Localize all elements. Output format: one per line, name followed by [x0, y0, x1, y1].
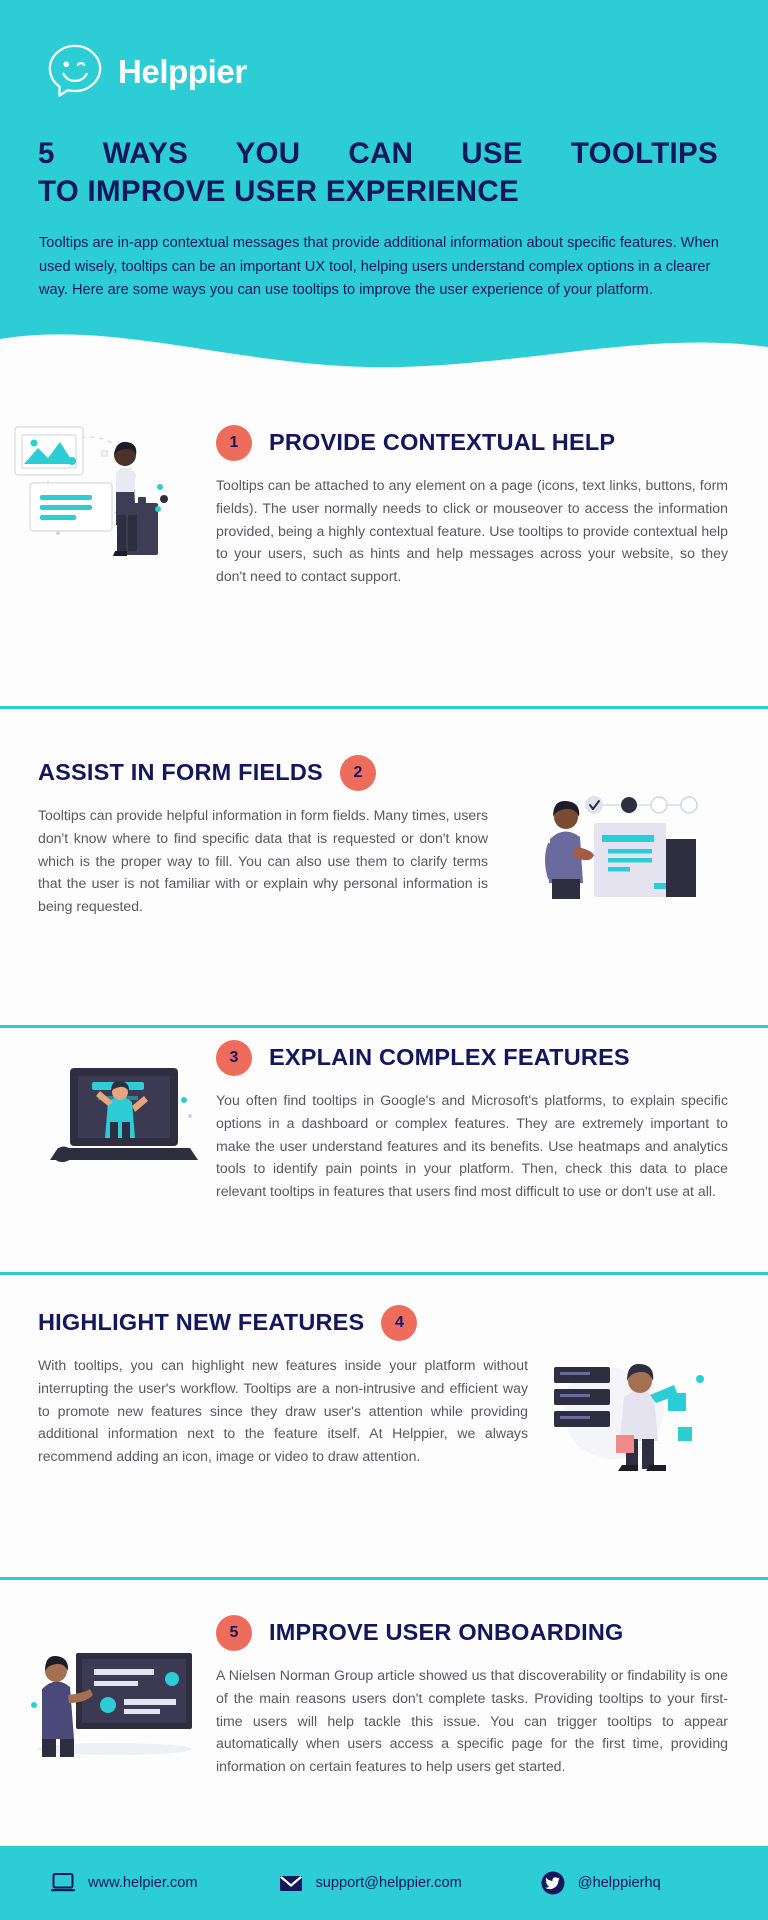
section-5-header: 5 IMPROVE USER ONBOARDING — [216, 1615, 728, 1651]
section-4-header: HIGHLIGHT NEW FEATURES 4 — [38, 1305, 528, 1341]
page-title: 5 WAYS YOU CAN USE TOOLTIPS TO IMPROVE U… — [38, 135, 728, 211]
section-3-header: 3 EXPLAIN COMPLEX FEATURES — [216, 1040, 728, 1076]
section-5-title: IMPROVE USER ONBOARDING — [269, 1619, 624, 1646]
section-2-title: ASSIST IN FORM FIELDS — [38, 759, 323, 786]
envelope-icon — [279, 1875, 302, 1891]
intro-paragraph: Tooltips are in-app contextual messages … — [39, 235, 719, 299]
footer-website-label: www.helpier.com — [88, 1875, 198, 1891]
section-divider-2 — [0, 1025, 768, 1028]
page-title-line-1: 5 WAYS YOU CAN USE TOOLTIPS — [38, 137, 718, 170]
footer-email-label: support@helppier.com — [315, 1875, 462, 1891]
section-1-number-badge: 1 — [216, 425, 252, 461]
woman-with-dashboard-cards-illustration — [550, 1353, 730, 1478]
section-3-body: You often find tooltips in Google's and … — [216, 1092, 728, 1200]
section-1-header: 1 PROVIDE CONTEXTUAL HELP — [216, 425, 728, 461]
man-presenting-screen-illustration — [24, 1645, 204, 1770]
person-with-image-card-and-document-illustration — [12, 417, 180, 567]
page-title-line-2: TO IMPROVE USER EXPERIENCE — [38, 174, 519, 208]
footer-website[interactable]: www.helpier.com — [50, 1870, 198, 1896]
section-divider-3 — [0, 1272, 768, 1275]
section-4-body: With tooltips, you can highlight new fea… — [38, 1357, 528, 1465]
section-2-body: Tooltips can provide helpful information… — [38, 807, 488, 915]
footer-twitter-label: @helppierhq — [577, 1875, 661, 1891]
section-4-number-badge: 4 — [381, 1305, 418, 1341]
header-banner: Helppier 5 WAYS YOU CAN USE TOOLTIPS TO … — [0, 0, 768, 395]
brand-logo[interactable]: Helppier — [46, 42, 247, 100]
section-1-body: Tooltips can be attached to any element … — [216, 477, 728, 585]
footer-bar: www.helpier.com support@helppier.com @he… — [0, 1846, 768, 1920]
section-2-number-badge: 2 — [339, 755, 376, 791]
person-inside-laptop-screen-illustration — [48, 1062, 198, 1185]
twitter-bird-icon — [541, 1871, 565, 1895]
wave-divider-shape — [0, 334, 768, 395]
section-1-title: PROVIDE CONTEXTUAL HELP — [269, 429, 616, 456]
section-divider-4 — [0, 1577, 768, 1580]
winking-smiley-speech-bubble-icon — [48, 44, 102, 97]
section-3-number-badge: 3 — [216, 1040, 252, 1076]
section-5-number-badge: 5 — [216, 1615, 252, 1651]
footer-twitter[interactable]: @helppierhq — [540, 1870, 661, 1896]
section-divider-1 — [0, 706, 768, 709]
laptop-icon — [51, 1873, 75, 1892]
person-with-form-checklist-illustration — [530, 783, 720, 906]
section-4-title: HIGHLIGHT NEW FEATURES — [38, 1309, 365, 1336]
footer-email[interactable]: support@helppier.com — [278, 1870, 462, 1896]
section-5-body: A Nielsen Norman Group article showed us… — [216, 1667, 728, 1775]
section-3-title: EXPLAIN COMPLEX FEATURES — [269, 1044, 630, 1071]
brand-name: Helppier — [118, 52, 247, 90]
section-2-header: ASSIST IN FORM FIELDS 2 — [38, 755, 488, 791]
